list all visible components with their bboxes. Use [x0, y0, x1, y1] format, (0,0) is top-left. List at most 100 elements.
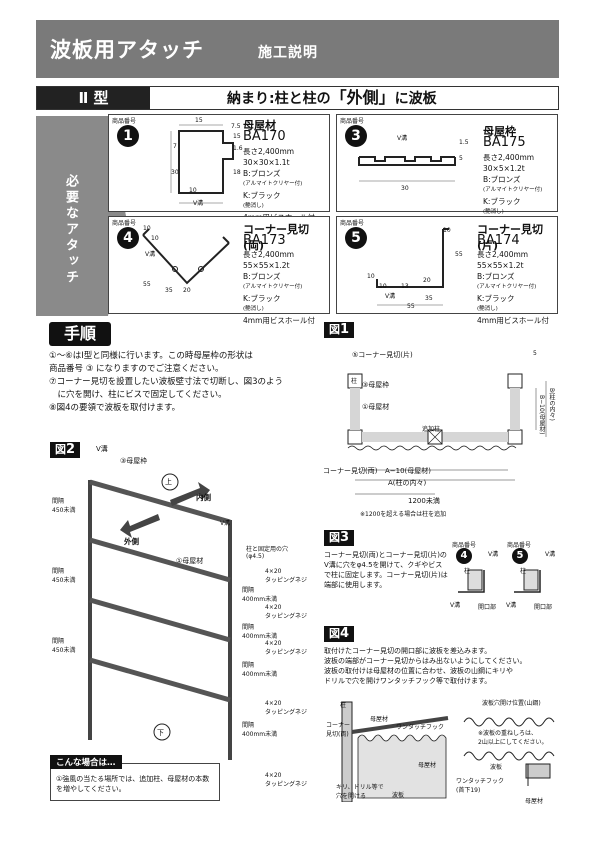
part-name: 母屋枠: [483, 125, 516, 138]
fig2-screw-label: 4×20 タッピングネジ: [265, 568, 308, 584]
fig1-dim-b10: B−10(母屋材): [538, 395, 545, 435]
fig3-vmizo-label: V溝: [545, 551, 556, 558]
spec-line: (艶消し): [243, 203, 264, 209]
spec-line: B:ブロンズ: [477, 272, 515, 281]
fig3-vmizo-label: V溝: [488, 551, 499, 558]
part-name: コーナー見切(両): [243, 223, 309, 252]
type-title: 納まり:柱と柱の「外側」に波板: [227, 87, 437, 110]
fig-label-num: 2: [66, 442, 76, 457]
fig4-moya3-label: 母屋材: [525, 798, 544, 805]
part-specs: 長さ2,400mm 30×30×1.1t B:ブロンズ (アルマイトクリヤー付)…: [243, 146, 315, 223]
fig4-text-line: ドリルで穴を開けワンタッチフック等で取付けます。: [324, 677, 492, 685]
fig4-drill-label: キリ、ドリル等で 穴を開ける: [336, 784, 384, 800]
part-specs: 長さ2,400mm 55×55×1.2t B:ブロンズ (アルマイトクリヤー付)…: [243, 249, 315, 326]
spec-line: 長さ2,400mm: [243, 250, 295, 259]
part-name: 母屋材: [243, 119, 276, 132]
fig3-part-badge: 5: [512, 548, 528, 564]
fig4-moya2-label: 母屋材: [418, 762, 437, 769]
fig4-corner-label: コーナー 見切(両): [326, 722, 351, 738]
fig3-opening-label: 開口部: [534, 604, 553, 611]
step-line: 商品番号 ③ になりますのでご注意ください。: [49, 364, 224, 374]
spec-line: K:ブラック: [483, 197, 521, 206]
dim-text: 1.5: [459, 139, 469, 146]
fig-label-text: 図: [329, 531, 340, 544]
fig4-hole-position-label: 波板穴開け位置(山鋼): [482, 700, 541, 707]
spec-line: 30×5×1.2t: [483, 164, 525, 173]
part-3-profile-drawing: [358, 156, 456, 182]
dim-text: 15: [195, 117, 203, 124]
fig-label-num: 3: [340, 530, 350, 545]
fig3-opening-label: 開口部: [478, 604, 497, 611]
step-line: に穴を開け、柱にビスで固定してください。: [49, 390, 227, 400]
spec-line: 長さ2,400mm: [483, 153, 535, 162]
fig1-dim-1200: 1200未満: [408, 497, 440, 505]
spec-line: K:ブラック: [243, 191, 281, 200]
part-4-profile-drawing: [142, 228, 230, 285]
part-card-5: 商品番号 5 10 55 10 10 13 20 35 55 V溝 コーナー見切…: [336, 216, 558, 325]
spec-line: B:ブロンズ: [243, 272, 281, 281]
fig2-down-label: 下: [157, 729, 164, 737]
fig4-namiita-label: 波板: [392, 792, 405, 799]
fig2-pitch-label: 間隔 400mm未満: [242, 722, 278, 738]
fig2-gap450: 間隔 450未満: [52, 498, 76, 514]
fig1-dim-a10: A−10(母屋材): [385, 467, 432, 475]
spec-line: (アルマイトクリヤー付): [477, 284, 537, 290]
figure-3-detail-drawing: [458, 569, 541, 593]
figure-4-install-drawing: [341, 701, 449, 802]
dim-text: 30: [401, 185, 409, 192]
figure-4-label: 図4: [324, 626, 355, 642]
fig3-number-label: 商品番号: [507, 542, 532, 549]
dim-text: 10: [443, 227, 451, 234]
spec-line: 4mm用ビスホール付: [243, 316, 315, 325]
spec-line: K:ブラック: [477, 294, 515, 303]
fig4-text: 取付けたコーナー見切の開口部に波板を差込みます。 波板の端部がコーナー見切からは…: [324, 646, 559, 686]
fig4-overlap-note: ※波板の重ねしろは、 2山以上にしてください。: [478, 730, 548, 746]
part-name: コーナー見切(片): [477, 223, 543, 252]
required-attach-arrow: 必要なアタッチ: [36, 116, 126, 316]
fig4-hook2-label: ワンタッチフック (首下19): [456, 778, 505, 794]
fig1-dim-a: A(柱の内々): [388, 479, 427, 487]
spec-line: (艶消し): [483, 209, 504, 215]
dim-text: 10: [143, 225, 151, 232]
fig4-moya-label: 母屋材: [370, 716, 389, 723]
step-line: ⑦コーナー見切を設置したい波板壁寸法で切断し、図3のよう: [49, 377, 284, 387]
fig-label-text: 図: [329, 627, 340, 640]
fig-label-num: 4: [340, 626, 350, 641]
fig2-screw-label: 4×20 タッピングネジ: [265, 700, 308, 716]
figure-2-elevation-drawing: [88, 473, 232, 760]
special-case-box: こんな場合は… ①強風の当たる場所では、追加柱、母屋材の本数を増やしてください。: [50, 755, 220, 801]
fig1-pillar-label: 柱: [351, 378, 358, 385]
fig2-vmizo-label: V溝: [220, 520, 231, 527]
spec-line: 長さ2,400mm: [243, 147, 295, 156]
spec-line: B:ブロンズ: [243, 169, 281, 178]
fig4-text-line: 取付けたコーナー見切の開口部に波板を差込みます。: [324, 647, 492, 655]
part-code: BA173: [243, 233, 286, 248]
fig1-corner-single-label: ⑤コーナー見切(片): [352, 351, 413, 359]
fig2-inside-label: 内側: [196, 493, 211, 502]
special-case-title: こんな場合は…: [50, 755, 122, 769]
figure-3-label: 図3: [324, 530, 355, 546]
part-card-1: 商品番号 1 15 7.5 7 15 1.6 18 30 10 V溝 母屋材 B…: [108, 114, 330, 222]
dim-text: V溝: [145, 251, 156, 258]
fig2-pitch-label: 間隔 400mm未満: [242, 624, 278, 640]
figure-4-detail-drawing: [463, 717, 555, 786]
dim-text: 35: [165, 287, 173, 294]
part-code: BA175: [483, 135, 526, 150]
procedure-steps: ①〜⑥はⅠ型と同様に行います。この時母屋枠の形状は 商品番号 ③ になりますので…: [49, 350, 319, 415]
type-label: Ⅱ 型: [37, 87, 150, 109]
dim-text: V溝: [397, 135, 408, 142]
spec-line: B:ブロンズ: [483, 175, 521, 184]
dim-text: V溝: [193, 200, 204, 207]
dim-text: 55: [143, 281, 151, 288]
page-title: 波板用アタッチ: [50, 38, 204, 62]
fig2-pitch-label: 間隔 400mm未満: [242, 662, 278, 678]
dim-text: 10: [151, 235, 159, 242]
dim-text: V溝: [385, 293, 396, 300]
fig2-gap450: 間隔 450未満: [52, 568, 76, 584]
fig4-text-line: 波板の取付けは母屋材の位置に合わせ、波板の山鋼にキリや: [324, 667, 513, 675]
spec-line: (アルマイトクリヤー付): [243, 284, 303, 290]
spec-line: 55×55×1.2t: [477, 261, 524, 270]
fig2-screw-label: 4×20 タッピングネジ: [265, 604, 308, 620]
fig2-screw-label: 4×20 タッピングネジ: [265, 640, 308, 656]
spec-line: (アルマイトクリヤー付): [243, 181, 303, 187]
